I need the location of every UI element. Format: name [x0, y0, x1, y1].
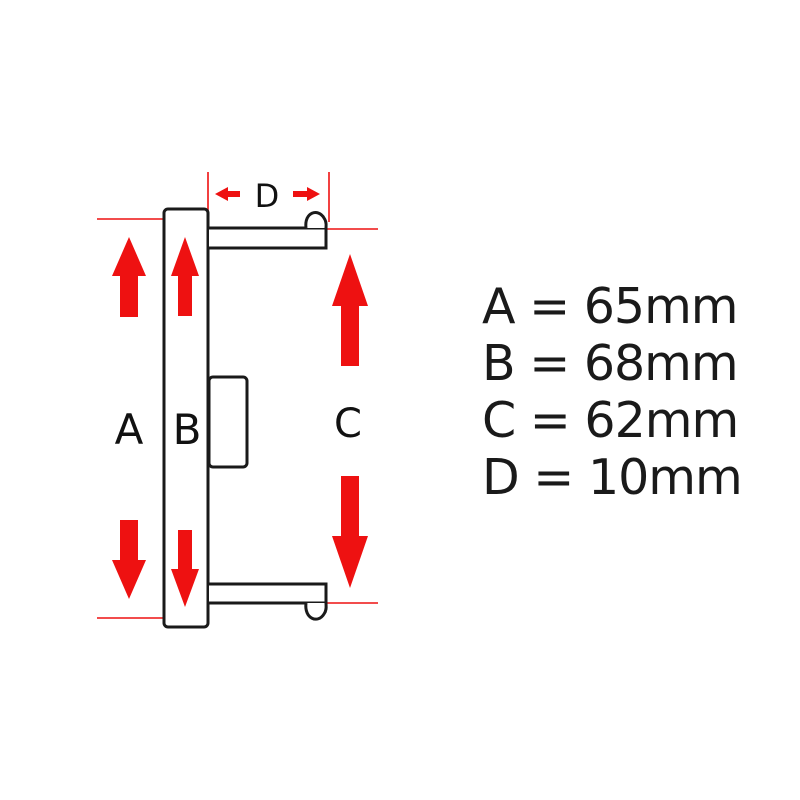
top-clip-hook: [304, 211, 328, 229]
dimension-legend: A = 65mm B = 68mm C = 62mm D = 10mm: [482, 278, 743, 506]
arrow-down-c-icon: [332, 476, 368, 588]
cap-outline: [162, 207, 328, 629]
legend-b: B = 68mm: [482, 335, 739, 392]
arrow-up-a-icon: [112, 237, 146, 317]
label-a: A: [115, 405, 144, 454]
label-d: D: [255, 177, 280, 215]
arrow-up-b-icon: [171, 237, 199, 316]
center-tab: [207, 375, 249, 469]
legend-a: A = 65mm: [482, 278, 739, 335]
arrow-down-a-icon: [112, 520, 146, 599]
legend-c: C = 62mm: [482, 392, 739, 449]
d-dimension-arrows: [215, 187, 320, 201]
top-clip: [209, 226, 328, 250]
arrow-right-icon: [293, 187, 320, 201]
arrow-left-icon: [215, 187, 240, 201]
bottom-clip-hook: [304, 602, 328, 621]
label-b: B: [173, 405, 202, 454]
legend-d: D = 10mm: [482, 449, 743, 506]
vertical-arrows: [112, 237, 368, 607]
arrow-down-b-icon: [171, 530, 199, 607]
label-c: C: [334, 401, 362, 447]
arrow-up-c-icon: [332, 254, 368, 366]
bottom-clip: [209, 582, 328, 605]
